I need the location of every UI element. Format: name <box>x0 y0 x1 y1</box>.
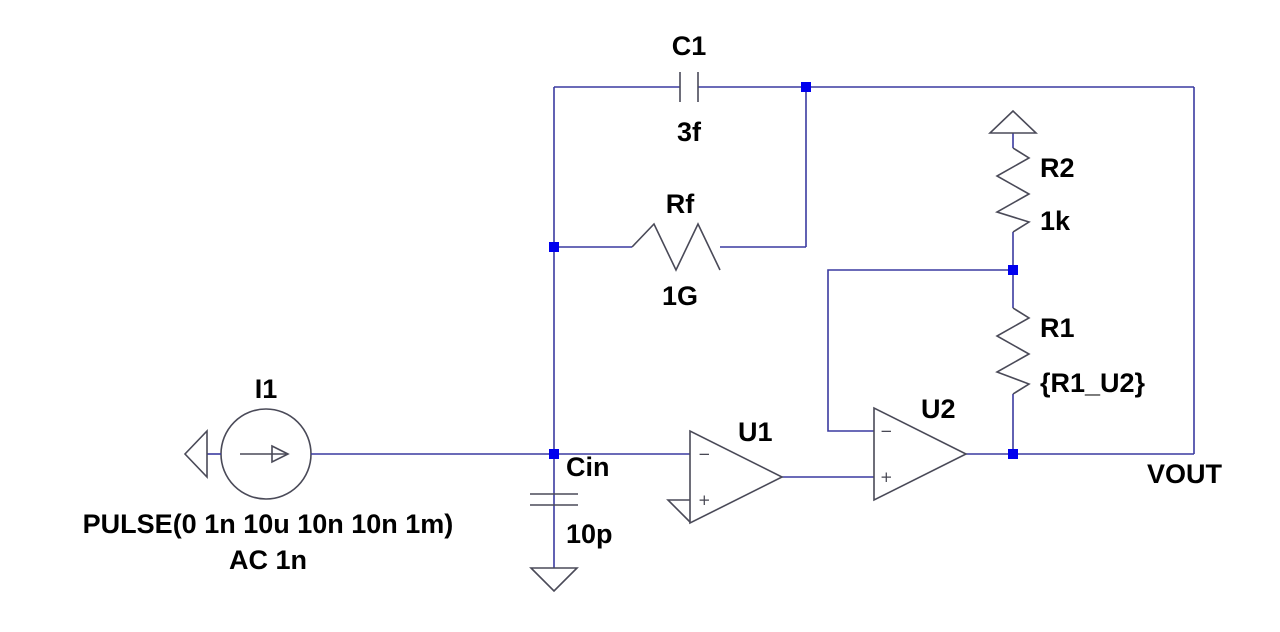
u1-triangle <box>689 429 784 525</box>
wire-u2-minus-feedback <box>827 269 1013 432</box>
current-source-i1[interactable]: I1 PULSE(0 1n 10u 10n 10n 1m) AC 1n <box>83 374 454 575</box>
r2-label: R2 <box>1040 153 1075 183</box>
rf-label: Rf <box>666 189 695 219</box>
rf-zigzag <box>631 222 721 272</box>
junction-input <box>549 449 559 459</box>
i1-ac-value: AC 1n <box>229 545 307 575</box>
c1-value: 3f <box>677 117 702 147</box>
r2-zigzag <box>994 147 1031 233</box>
opamp-u1[interactable]: − + U1 <box>666 417 784 525</box>
r2-value: 1k <box>1040 206 1071 236</box>
junction-output <box>1008 449 1018 459</box>
r1-label: R1 <box>1040 313 1075 343</box>
i1-pulse-value: PULSE(0 1n 10u 10n 10n 1m) <box>83 509 454 539</box>
junction-rf-left <box>549 242 559 252</box>
cin-value: 10p <box>566 519 613 549</box>
ground-r2 <box>988 109 1038 134</box>
u2-minus-pin: − <box>880 422 893 440</box>
i1-arrow-head <box>271 444 290 464</box>
ground-cin <box>529 567 579 593</box>
junction-top-feedback <box>801 82 811 92</box>
rf-value: 1G <box>662 281 698 311</box>
u1-plus-pin: + <box>698 491 711 509</box>
u1-plus-tie <box>666 499 691 523</box>
r1-value: {R1_U2} <box>1040 368 1146 398</box>
ground-cin-symbol <box>529 567 579 593</box>
resistor-rf[interactable]: Rf 1G <box>631 189 721 311</box>
i1-label: I1 <box>255 374 278 404</box>
junction-r2-r1 <box>1008 265 1018 275</box>
resistor-r1[interactable]: R1 {R1_U2} <box>995 307 1146 398</box>
ground-i1-symbol <box>183 429 208 479</box>
ground-r2-symbol <box>988 109 1038 134</box>
net-label-vout: VOUT <box>1147 459 1223 489</box>
opamp-u2[interactable]: − + U2 <box>873 394 968 502</box>
cin-label: Cin <box>566 452 610 482</box>
ground-i1 <box>183 429 208 479</box>
u2-label: U2 <box>921 394 956 424</box>
resistor-r2[interactable]: R2 1k <box>994 147 1075 236</box>
r1-zigzag <box>995 307 1031 395</box>
junctions <box>549 82 1018 459</box>
u2-plus-pin: + <box>880 468 893 486</box>
capacitor-c1[interactable]: C1 3f <box>672 31 707 147</box>
u2-triangle <box>873 406 968 502</box>
u1-minus-pin: − <box>698 445 711 463</box>
capacitor-cin[interactable]: Cin 10p <box>530 452 613 549</box>
wires <box>312 86 1195 568</box>
u1-label: U1 <box>738 417 773 447</box>
c1-label: C1 <box>672 31 707 61</box>
